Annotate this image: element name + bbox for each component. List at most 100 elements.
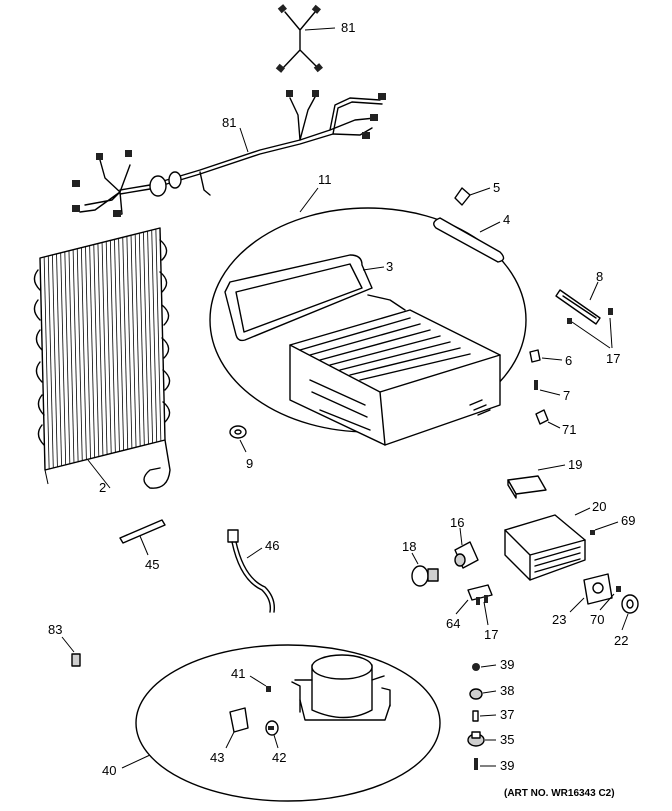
compressor — [291, 654, 391, 721]
part-38-washer — [469, 688, 497, 700]
part-41-screw — [249, 675, 271, 692]
condenser-fin — [126, 236, 133, 449]
label-20: 20 — [592, 499, 606, 514]
label-39-upper: 39 — [500, 657, 514, 672]
part-81-harness-connector — [275, 4, 336, 73]
label-71: 71 — [562, 422, 576, 437]
label-81-top: 81 — [341, 20, 355, 35]
label-35: 35 — [500, 732, 514, 747]
condenser-fin — [56, 253, 62, 466]
part-35-grommet — [467, 731, 496, 747]
label-18: 18 — [402, 539, 416, 554]
label-37: 37 — [500, 707, 514, 722]
part-16-lamp-socket — [454, 527, 479, 569]
condenser-fin — [118, 238, 125, 451]
evaporator-assembly — [289, 294, 501, 446]
part-8-bracket — [555, 281, 601, 325]
part-39-nut-upper — [472, 663, 497, 671]
label-38: 38 — [500, 683, 514, 698]
part-19-relay — [507, 464, 566, 499]
label-11: 11 — [318, 172, 332, 187]
label-42: 42 — [272, 750, 286, 765]
part-5-clip — [454, 187, 491, 206]
label-43: 43 — [210, 750, 224, 765]
part-45-tube — [119, 519, 166, 556]
part-6-grommet — [529, 349, 563, 363]
part-3-evaporator-cover — [224, 254, 385, 342]
part-70-screw — [599, 586, 621, 611]
condenser-fin — [89, 245, 96, 458]
label-3: 3 — [386, 259, 393, 274]
part-17-screws-upper — [567, 308, 613, 349]
part-37-sleeve — [472, 710, 497, 722]
label-23: 23 — [552, 612, 566, 627]
part-71-clip — [535, 409, 561, 429]
part-9-grommet — [229, 425, 247, 453]
condenser-fin — [85, 246, 91, 459]
part-39-screw-lower — [474, 758, 496, 770]
condenser-fin — [151, 230, 158, 443]
condenser-fin — [143, 232, 149, 445]
part-42-overload — [265, 720, 279, 749]
condenser-fin — [130, 235, 137, 448]
part-7-screw — [534, 380, 561, 396]
part-81-wire-harness — [72, 90, 386, 217]
label-5: 5 — [493, 180, 500, 195]
condenser-fin — [109, 240, 116, 453]
condenser-fin — [155, 229, 162, 442]
part-23-mount-plate — [569, 573, 613, 613]
label-16: 16 — [450, 515, 464, 530]
condenser-fin — [114, 239, 120, 452]
label-83: 83 — [48, 622, 62, 637]
condenser-fin — [101, 242, 108, 455]
label-64: 64 — [446, 616, 460, 631]
condenser-fin — [80, 247, 87, 460]
label-81-harness: 81 — [222, 115, 236, 130]
condenser-fin — [76, 248, 83, 461]
label-46: 46 — [265, 538, 279, 553]
part-4-tube — [433, 217, 505, 263]
part-18-light-bulb — [411, 552, 439, 587]
label-2: 2 — [99, 480, 106, 495]
part-64-bracket — [455, 584, 493, 626]
part-43-bracket — [225, 707, 249, 749]
label-6: 6 — [565, 353, 572, 368]
part-46-power-cord — [227, 529, 275, 613]
condenser-fin — [105, 241, 112, 454]
condenser-fin — [134, 234, 141, 447]
label-22: 22 — [614, 633, 628, 648]
condenser-fin — [72, 249, 79, 462]
label-19: 19 — [568, 457, 582, 472]
label-69: 69 — [621, 513, 635, 528]
condenser-fin — [60, 252, 67, 465]
condenser-fin — [93, 244, 100, 457]
label-17-upper: 17 — [606, 351, 620, 366]
label-4: 4 — [503, 212, 510, 227]
label-39-lower: 39 — [500, 758, 514, 773]
part-2-condenser — [33, 227, 171, 489]
condenser-fin — [43, 256, 50, 469]
part-83-plug — [61, 636, 81, 667]
label-45: 45 — [145, 557, 159, 572]
label-7: 7 — [563, 388, 570, 403]
label-8: 8 — [596, 269, 603, 284]
label-70: 70 — [590, 612, 604, 627]
condenser-fin — [138, 233, 145, 446]
condenser-fin — [147, 231, 153, 444]
condenser-fin — [68, 250, 75, 463]
condenser-fin — [64, 251, 71, 464]
label-41: 41 — [231, 666, 245, 681]
label-9: 9 — [246, 456, 253, 471]
part-22-knob — [621, 594, 639, 631]
label-40: 40 — [102, 763, 116, 778]
art-number: (ART NO. WR16343 C2) — [504, 788, 615, 799]
condenser-fin — [159, 227, 166, 441]
label-17-lower: 17 — [484, 627, 498, 642]
condenser-fin — [39, 257, 46, 471]
compressor-group-outline — [135, 644, 441, 802]
condenser-fin — [97, 243, 104, 456]
part-20-control-box — [504, 507, 591, 581]
condenser-fin — [47, 255, 54, 468]
condenser-fin — [122, 237, 129, 450]
